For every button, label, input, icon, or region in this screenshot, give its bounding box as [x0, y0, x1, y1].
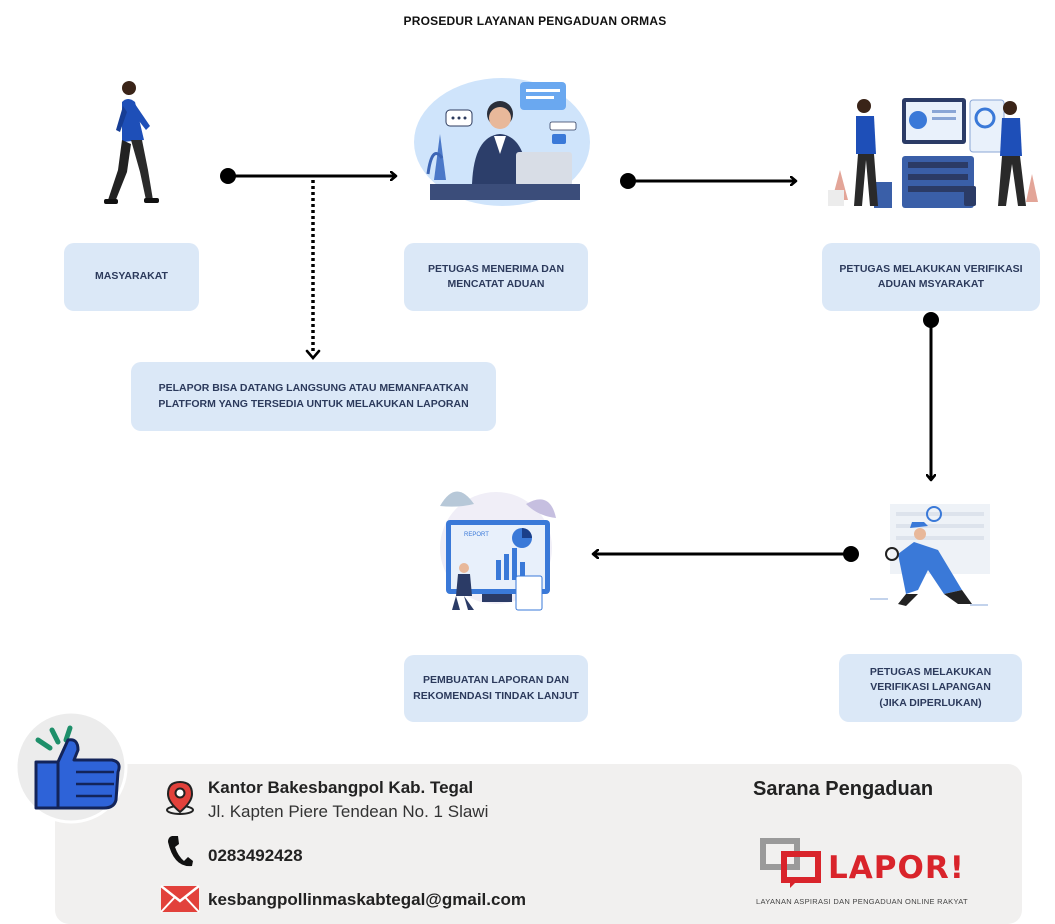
mail-icon	[160, 885, 200, 913]
phone-number: 0283492428	[208, 846, 303, 865]
field-verification-illustration	[870, 504, 990, 606]
step-pembuatan-laporan: PEMBUATAN LAPORAN DAN REKOMENDASI TINDAK…	[404, 655, 588, 722]
report-screen-label: REPORT	[464, 532, 489, 538]
arrow-masyarakat-to-petugas	[220, 168, 396, 184]
email-address[interactable]: kesbangpollinmaskabtegal@gmail.com	[208, 890, 526, 909]
page-title: PROSEDUR LAYANAN PENGADUAN ORMAS	[403, 14, 667, 28]
report-screen-illustration: REPORT	[440, 491, 556, 611]
office-address: Jl. Kapten Piere Tendean No. 1 Slawi	[208, 802, 489, 821]
step-petugas-verifikasi: PETUGAS MELAKUKAN VERIFIKASI ADUAN MSYAR…	[822, 243, 1040, 311]
arrow-lapangan-to-laporan	[593, 546, 859, 562]
step-petugas-menerima: PETUGAS MENERIMA DAN MENCATAT ADUAN	[404, 243, 588, 311]
verification-team-illustration	[828, 98, 1038, 208]
lapor-logo-text[interactable]: LAPOR!	[828, 850, 965, 886]
arrow-verifikasi-to-lapangan	[923, 312, 939, 480]
person-walking-illustration	[104, 81, 159, 204]
office-name: Kantor Bakesbangpol Kab. Tegal	[208, 778, 474, 797]
arrow-terima-to-verifikasi	[620, 173, 796, 189]
step-masyarakat: MASYARAKAT	[64, 243, 199, 311]
location-pin-icon	[166, 780, 194, 815]
footer-contact-panel	[55, 764, 1022, 924]
phone-icon	[168, 836, 193, 867]
thumbs-up-icon	[14, 710, 128, 824]
step-pelapor: PELAPOR BISA DATANG LANGSUNG ATAU MEMANF…	[131, 362, 496, 431]
lapor-logo-mark	[760, 838, 821, 888]
dotted-arrow-to-pelapor	[305, 180, 321, 360]
call-center-illustration	[414, 78, 590, 206]
step-verifikasi-lapangan: PETUGAS MELAKUKAN VERIFIKASI LAPANGAN (J…	[839, 654, 1022, 722]
lapor-tagline: LAYANAN ASPIRASI DAN PENGADUAN ONLINE RA…	[756, 897, 968, 906]
sarana-title: Sarana Pengaduan	[753, 778, 934, 800]
